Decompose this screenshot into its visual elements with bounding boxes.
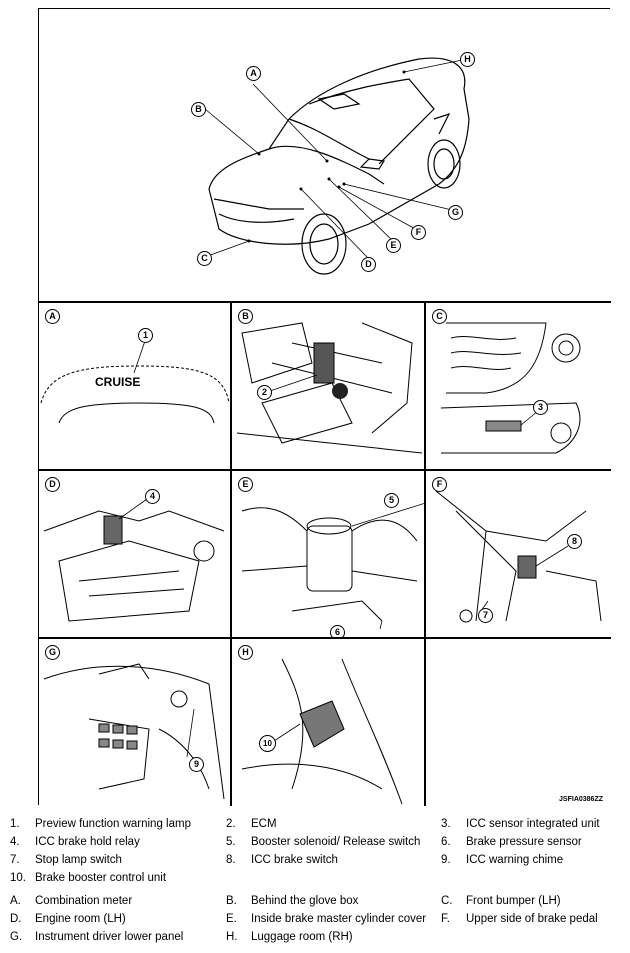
panel-b: B 2: [231, 302, 425, 470]
combination-meter-drawing: [40, 340, 230, 424]
callout-1: 1: [138, 328, 153, 343]
panel-c: C 3: [425, 302, 611, 470]
panel-g: G 9: [39, 638, 231, 806]
panel-e-letter: E: [238, 477, 253, 492]
panel-f: F 7 8: [425, 470, 611, 638]
engine-room-lh-drawing: [43, 498, 225, 622]
callout-b: B: [191, 102, 206, 117]
cruise-indicator-label: CRUISE: [95, 375, 141, 389]
callout-d: D: [361, 257, 376, 272]
figure-code: JSFIA0386ZZ: [559, 796, 603, 803]
vehicle-drawing: [204, 57, 470, 275]
callout-7: 7: [478, 608, 493, 623]
callout-3: 3: [533, 400, 548, 415]
panel-a: A 1 CRUISE: [39, 302, 231, 470]
panel-f-letter: F: [432, 477, 447, 492]
callout-a: A: [246, 66, 261, 81]
brake-master-cylinder-drawing: [241, 503, 424, 630]
glove-box-drawing: [236, 322, 423, 454]
instrument-lower-panel-drawing: [43, 663, 225, 800]
callout-c: C: [197, 251, 212, 266]
callout-6: 6: [330, 625, 345, 637]
panel-h-letter: H: [238, 645, 253, 660]
callout-5: 5: [384, 493, 399, 508]
callout-e: E: [386, 238, 401, 253]
callout-h: H: [460, 52, 475, 67]
panel-d-letter: D: [45, 477, 60, 492]
panel-h: H 10: [231, 638, 425, 806]
callout-10: 10: [259, 735, 276, 752]
component-location-figure: A B C D E F G H A 1 CRUISE: [38, 8, 611, 806]
callout-4: 4: [145, 489, 160, 504]
panel-e: E 5 6: [231, 470, 425, 638]
panel-a-letter: A: [45, 309, 60, 324]
panel-c-letter: C: [432, 309, 447, 324]
empty-panel: [425, 638, 611, 806]
callout-9: 9: [189, 757, 204, 772]
callout-g: G: [448, 205, 463, 220]
callout-f: F: [411, 225, 426, 240]
brake-pedal-drawing: [435, 490, 602, 623]
callout-8: 8: [567, 534, 582, 549]
panel-d: D 4: [39, 470, 231, 638]
vehicle-overview-panel: A B C D E F G H: [39, 9, 611, 302]
luggage-room-rh-drawing: [241, 658, 403, 805]
panel-g-letter: G: [45, 645, 60, 660]
front-bumper-drawing: [440, 322, 581, 454]
panel-b-letter: B: [238, 309, 253, 324]
callout-2: 2: [257, 385, 272, 400]
